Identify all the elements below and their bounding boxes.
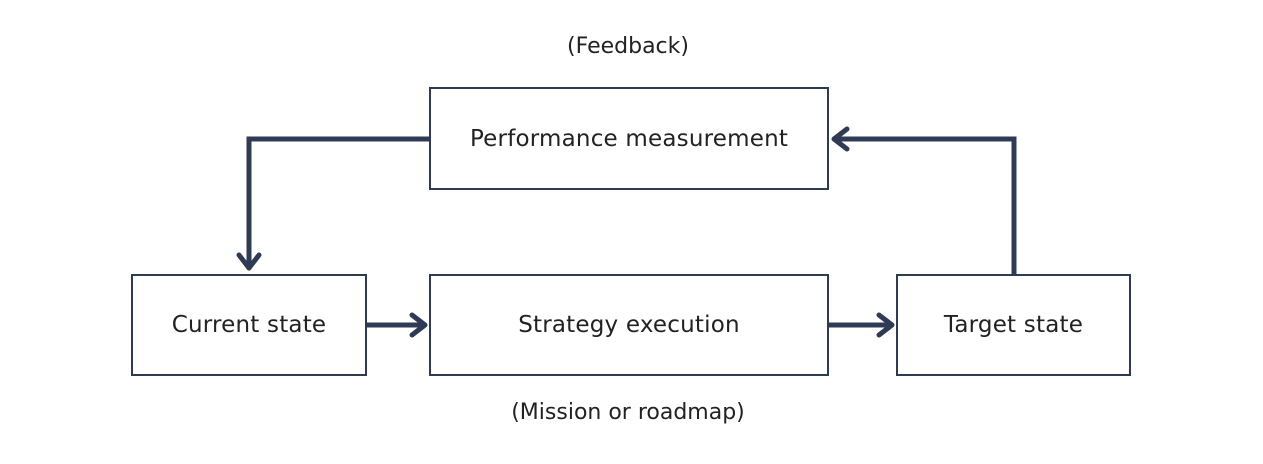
mission-caption: (Mission or roadmap) [511, 400, 745, 425]
current-state-label: Current state [171, 312, 327, 338]
feedback-caption: (Feedback) [567, 34, 689, 59]
performance-measurement-box: Performance measurement [429, 87, 829, 190]
performance-measurement-label: Performance measurement [469, 125, 789, 152]
arrow-strategy-to-target [826, 312, 895, 338]
arrow-target-to-performance [831, 126, 1017, 277]
arrow-performance-to-current [236, 136, 432, 271]
target-state-label: Target state [943, 312, 1084, 338]
current-state-box: Current state [131, 274, 367, 376]
target-state-box: Target state [896, 274, 1131, 376]
strategy-execution-box: Strategy execution [429, 274, 829, 376]
arrow-current-to-strategy [364, 312, 428, 338]
strategy-execution-label: Strategy execution [518, 312, 740, 338]
